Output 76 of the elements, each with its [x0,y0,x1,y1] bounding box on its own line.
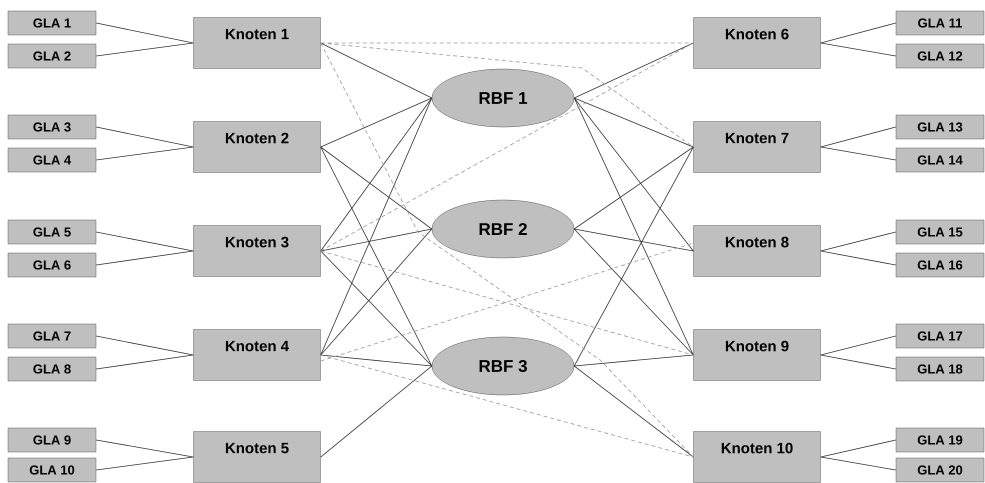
unit-box: GLA 5 [8,220,96,244]
connector [574,146,694,230]
unit-box: GLA 20 [896,458,984,482]
unit-box: GLA 11 [896,10,984,36]
node-box: Knoten 3 [193,225,321,277]
unit-box: GLA 14 [896,148,984,172]
connector [574,98,694,148]
unit-box: GLA 13 [896,114,984,140]
connector [574,228,694,252]
dashed-connector [320,354,694,458]
connector [96,250,194,266]
node-box: Knoten 7 [693,121,821,173]
unit-box: GLA 3 [8,114,96,140]
connector [320,228,432,252]
connector [320,250,432,366]
connector [820,440,896,458]
unit-box: GLA 7 [8,324,96,348]
connector [320,354,432,366]
node-box: Knoten 8 [693,225,821,277]
connector [96,336,194,356]
dashed-connector [320,42,694,252]
connector [320,98,432,356]
dashed-connector [320,42,694,458]
connector [820,250,896,266]
unit-box: GLA 12 [896,44,984,68]
unit-box: GLA 1 [8,10,96,36]
connector [820,126,896,148]
connector [96,456,194,470]
connector [820,146,896,160]
connector [574,98,694,356]
node-box: Knoten 6 [693,17,821,69]
connector [574,354,694,366]
connector [96,232,194,252]
unit-box: GLA 10 [8,458,96,482]
unit-box: GLA 17 [896,324,984,348]
node-box: Knoten 5 [193,431,321,483]
unit-box: GLA 16 [896,252,984,278]
connector [574,366,694,458]
connector [96,126,194,148]
unit-box: GLA 6 [8,252,96,278]
connector [574,42,694,98]
connector [320,366,432,458]
node-box: Knoten 4 [193,329,321,381]
unit-box: GLA 18 [896,356,984,382]
connector [574,98,694,252]
unit-box: GLA 19 [896,428,984,452]
unit-box: GLA 8 [8,356,96,382]
connector [574,146,694,366]
connector [320,42,432,98]
connector [320,228,432,356]
connector [96,440,194,458]
connector [96,354,194,370]
connector [574,228,694,356]
connector [320,98,432,252]
dashed-connector [320,42,694,148]
node-box: Knoten 9 [693,329,821,381]
unit-box: GLA 4 [8,148,96,172]
connector [320,98,432,148]
unit-box: GLA 15 [896,220,984,244]
node-box: Knoten 2 [193,121,321,173]
connector [96,146,194,160]
connector [320,146,432,230]
connector [820,232,896,252]
connector [820,354,896,370]
dashed-connector [320,42,694,44]
connector [820,42,896,56]
node-box: Knoten 1 [193,17,321,69]
connector [96,42,194,56]
connector [820,22,896,44]
connector [320,146,432,366]
connector [820,336,896,356]
unit-box: GLA 2 [8,44,96,68]
connector [96,22,194,44]
unit-box: GLA 9 [8,428,96,452]
node-box: Knoten 10 [693,431,821,483]
connector [820,456,896,470]
